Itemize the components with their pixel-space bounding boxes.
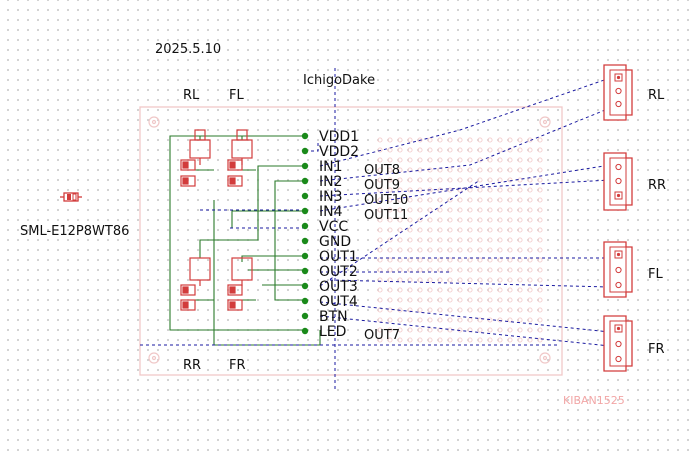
pin-dot-in3	[301, 192, 309, 200]
pin-label-gnd: GND	[319, 234, 351, 250]
pin-label-led: LED	[319, 324, 346, 340]
connector-label-rl: RL	[648, 88, 665, 103]
pin-label-in2: IN2	[319, 174, 343, 190]
connector-fl[interactable]	[603, 241, 633, 298]
module-pin-dots	[301, 132, 309, 335]
board-id-watermark: KIBAN1525	[563, 394, 625, 407]
led-array-bottom-right[interactable]	[227, 257, 253, 311]
connector-label-fr: FR	[648, 342, 665, 357]
pin-dot-gnd	[301, 237, 309, 245]
connector-rr[interactable]	[603, 152, 633, 211]
module-name: IchigoDake	[303, 73, 375, 88]
led-label-fr: FR	[229, 358, 246, 373]
led-label-rr: RR	[183, 358, 201, 373]
module-pin-labels: VDD1VDD2IN1IN2IN3IN4VCCGNDOUT1OUT2OUT3OU…	[319, 129, 359, 340]
out-label-out11: OUT11	[364, 208, 408, 223]
pin-label-out1: OUT1	[319, 249, 358, 265]
pin-label-out4: OUT4	[319, 294, 358, 310]
connector-rl[interactable]	[603, 64, 633, 121]
pin-dot-vdd1	[301, 132, 309, 140]
led-array-bottom-left[interactable]	[180, 257, 211, 311]
pin-label-btn: BTN	[319, 309, 348, 325]
pin-label-in3: IN3	[319, 189, 343, 205]
pin-label-out3: OUT3	[319, 279, 358, 295]
pin-label-in1: IN1	[319, 159, 343, 175]
led-array-top-right[interactable]	[227, 129, 253, 187]
sml-led-part-label: SML-E12P8WT86	[20, 224, 129, 239]
pin-dot-in4	[301, 207, 309, 215]
pcb-pad-grid	[377, 137, 543, 343]
pin-dot-in2	[301, 177, 309, 185]
connector-label-fl: FL	[648, 267, 663, 282]
pin-label-out2: OUT2	[319, 264, 358, 280]
pin-dot-out4	[301, 297, 309, 305]
out-label-out9: OUT9	[364, 178, 400, 193]
led-array-top-left[interactable]	[180, 129, 211, 187]
out-label-out8: OUT8	[364, 163, 400, 178]
pin-label-vdd2: VDD2	[319, 144, 359, 160]
ratsnest-lines	[140, 68, 611, 392]
mounting-holes	[148, 116, 551, 364]
sml-led-part[interactable]	[60, 192, 82, 202]
pcb-outline	[139, 106, 563, 376]
pin-dot-vdd2	[301, 147, 309, 155]
date-label: 2025.5.10	[155, 42, 221, 57]
pin-dot-led	[301, 327, 309, 335]
pin-label-vcc: VCC	[319, 219, 348, 235]
pin-dot-in1	[301, 162, 309, 170]
out-label-out7: OUT7	[364, 328, 400, 343]
pin-dot-btn	[301, 312, 309, 320]
led-wiring	[169, 135, 321, 346]
pin-dot-vcc	[301, 222, 309, 230]
pin-dot-out3	[301, 282, 309, 290]
connector-fr[interactable]	[603, 315, 633, 372]
pin-label-in4: IN4	[319, 204, 343, 220]
led-label-fl: FL	[229, 88, 244, 103]
out-label-out10: OUT10	[364, 193, 408, 208]
pin-dot-out1	[301, 252, 309, 260]
pin-label-vdd1: VDD1	[319, 129, 359, 145]
led-label-rl: RL	[183, 88, 200, 103]
connector-label-rr: RR	[648, 178, 666, 193]
pin-dot-out2	[301, 267, 309, 275]
